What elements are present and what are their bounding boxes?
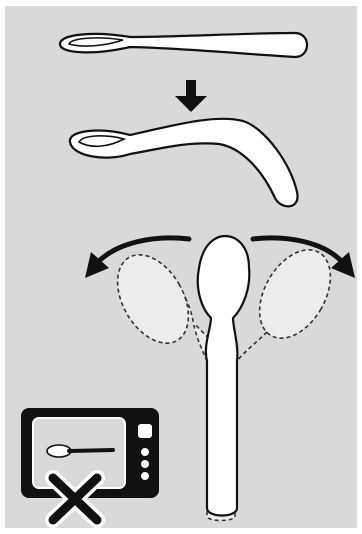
instruction-panel — [5, 6, 357, 528]
instruction-illustration — [5, 6, 357, 528]
